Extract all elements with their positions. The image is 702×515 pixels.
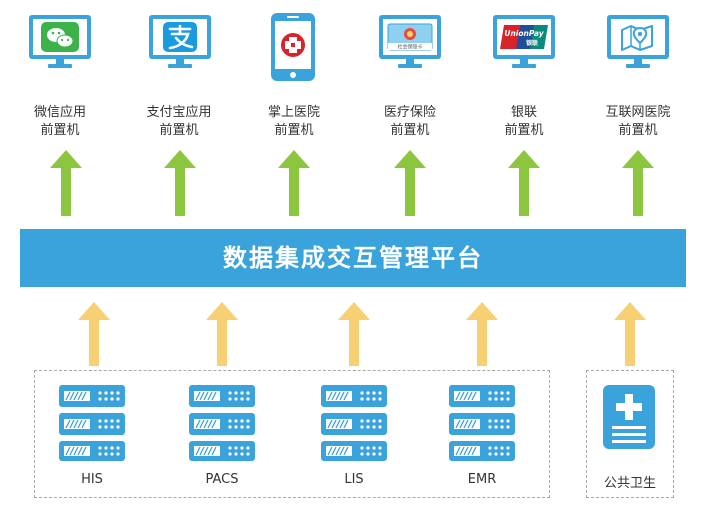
- front-end-name: 掌上医院: [267, 105, 320, 120]
- unionpay-cn-text: 银联: [526, 39, 538, 47]
- public-health-group: [586, 370, 674, 498]
- green-up-arrow-icon: [278, 150, 310, 216]
- system-label-pacs: PACS: [205, 472, 239, 487]
- internet-hospital-monitor-icon: [607, 15, 669, 68]
- front-end-type: 前置机: [618, 123, 658, 138]
- front-end-name: 支付宝应用: [146, 105, 212, 120]
- front-end-label-mobile-hospital: 掌上医院 前置机: [239, 104, 349, 140]
- front-end-label-unionpay: 银联 前置机: [469, 104, 579, 140]
- green-up-arrow-icon: [622, 150, 654, 216]
- platform-title: 数据集成交互管理平台: [223, 244, 483, 272]
- front-end-name: 银联: [510, 105, 537, 120]
- system-label-lis: LIS: [344, 472, 364, 487]
- yellow-up-arrow-icon: [206, 302, 238, 366]
- mobile-hospital-phone-icon: [271, 13, 315, 81]
- hospital-systems-group: [34, 370, 550, 498]
- front-end-type: 前置机: [390, 123, 430, 138]
- yellow-up-arrow-icon: [338, 302, 370, 366]
- health-document-icon: [603, 385, 655, 449]
- green-up-arrow-icon: [164, 150, 196, 216]
- front-end-type: 前置机: [40, 123, 80, 138]
- front-end-type: 前置机: [159, 123, 199, 138]
- server-icon: [59, 385, 125, 461]
- front-end-label-internet-hospital: 互联网医院 前置机: [583, 104, 693, 140]
- yellow-up-arrow-icon: [78, 302, 110, 366]
- public-health-label: 公共卫生: [603, 476, 656, 491]
- green-up-arrow-icon: [50, 150, 82, 216]
- system-label-emr: EMR: [467, 472, 497, 487]
- wechat-monitor-icon: [29, 15, 91, 68]
- front-end-type: 前置机: [274, 123, 314, 138]
- system-label-his: HIS: [81, 472, 103, 487]
- server-icon: [321, 385, 387, 461]
- green-up-arrow-icon: [394, 150, 426, 216]
- front-end-name: 医疗保险: [383, 105, 436, 120]
- front-end-label-wechat: 微信应用 前置机: [5, 104, 115, 140]
- front-end-name: 微信应用: [33, 105, 86, 120]
- unionpay-brand-text: UnionPay: [504, 29, 544, 38]
- front-end-name: 互联网医院: [605, 105, 671, 120]
- unionpay-monitor-icon: UnionPay 银联: [493, 15, 555, 68]
- insurance-card-text: 社会保障卡: [397, 44, 422, 51]
- integration-platform-bar: 数据集成交互管理平台: [20, 229, 686, 287]
- green-up-arrow-icon: [508, 150, 540, 216]
- front-end-label-alipay: 支付宝应用 前置机: [124, 104, 234, 140]
- front-end-label-medical-insurance: 医疗保险 前置机: [355, 104, 465, 140]
- yellow-up-arrow-icon: [466, 302, 498, 366]
- alipay-monitor-icon: [149, 15, 211, 68]
- yellow-up-arrow-icon: [614, 302, 646, 366]
- server-icon: [189, 385, 255, 461]
- medical-insurance-monitor-icon: 社会保障卡: [379, 15, 441, 68]
- front-end-type: 前置机: [504, 123, 544, 138]
- server-icon: [449, 385, 515, 461]
